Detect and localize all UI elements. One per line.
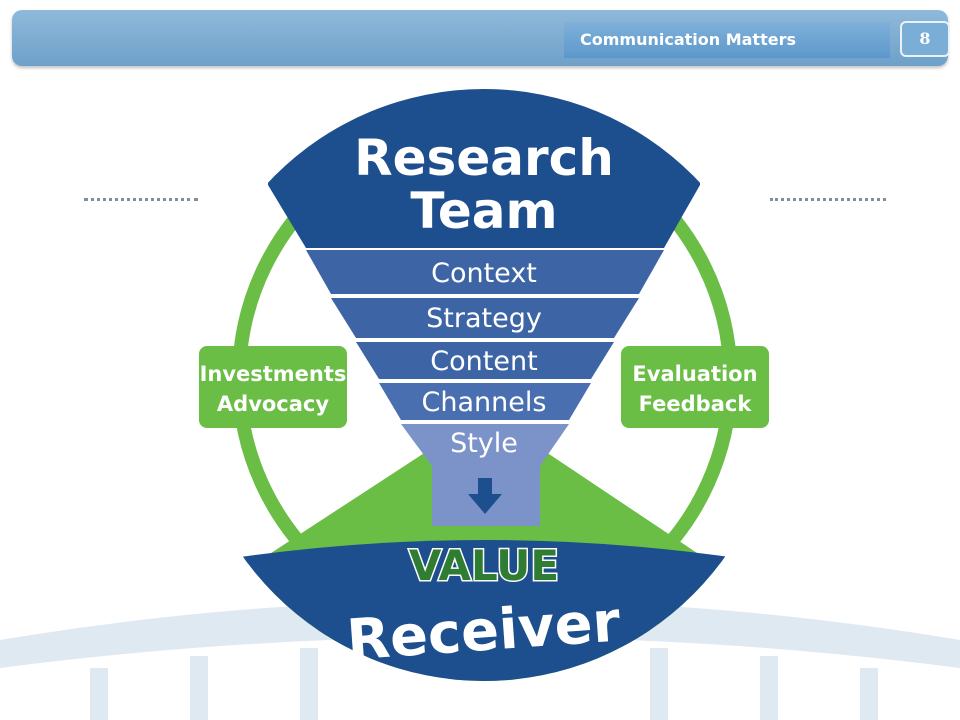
research-label: Research <box>354 129 614 187</box>
funnel-label-channels: Channels <box>422 387 547 418</box>
advocacy-label: Advocacy <box>217 392 329 416</box>
feedback-label: Feedback <box>639 392 753 416</box>
funnel-layer-channels <box>379 383 591 420</box>
value-label: VALUE <box>409 541 559 590</box>
right-dotted-line <box>770 198 886 201</box>
slide-number: 8 <box>900 21 950 57</box>
funnel-layer-style <box>401 424 569 526</box>
evaluation-feedback-box <box>621 346 769 428</box>
funnel-label-context: Context <box>431 258 537 289</box>
slide-title: Communication Matters <box>564 22 890 58</box>
funnel-label-content: Content <box>430 346 537 377</box>
funnel-layer-context <box>306 250 664 294</box>
funnel-layer-strategy <box>331 298 639 338</box>
funnel-label-style: Style <box>450 428 518 459</box>
team-label: Team <box>410 182 557 240</box>
investments-advocacy-box <box>199 346 347 428</box>
left-dotted-line <box>84 198 198 201</box>
funnel-label-strategy: Strategy <box>426 303 542 334</box>
funnel-layer-content <box>356 342 614 379</box>
down-arrow-icon <box>468 478 502 514</box>
investments-label: Investments <box>200 362 347 386</box>
evaluation-label: Evaluation <box>632 362 757 386</box>
